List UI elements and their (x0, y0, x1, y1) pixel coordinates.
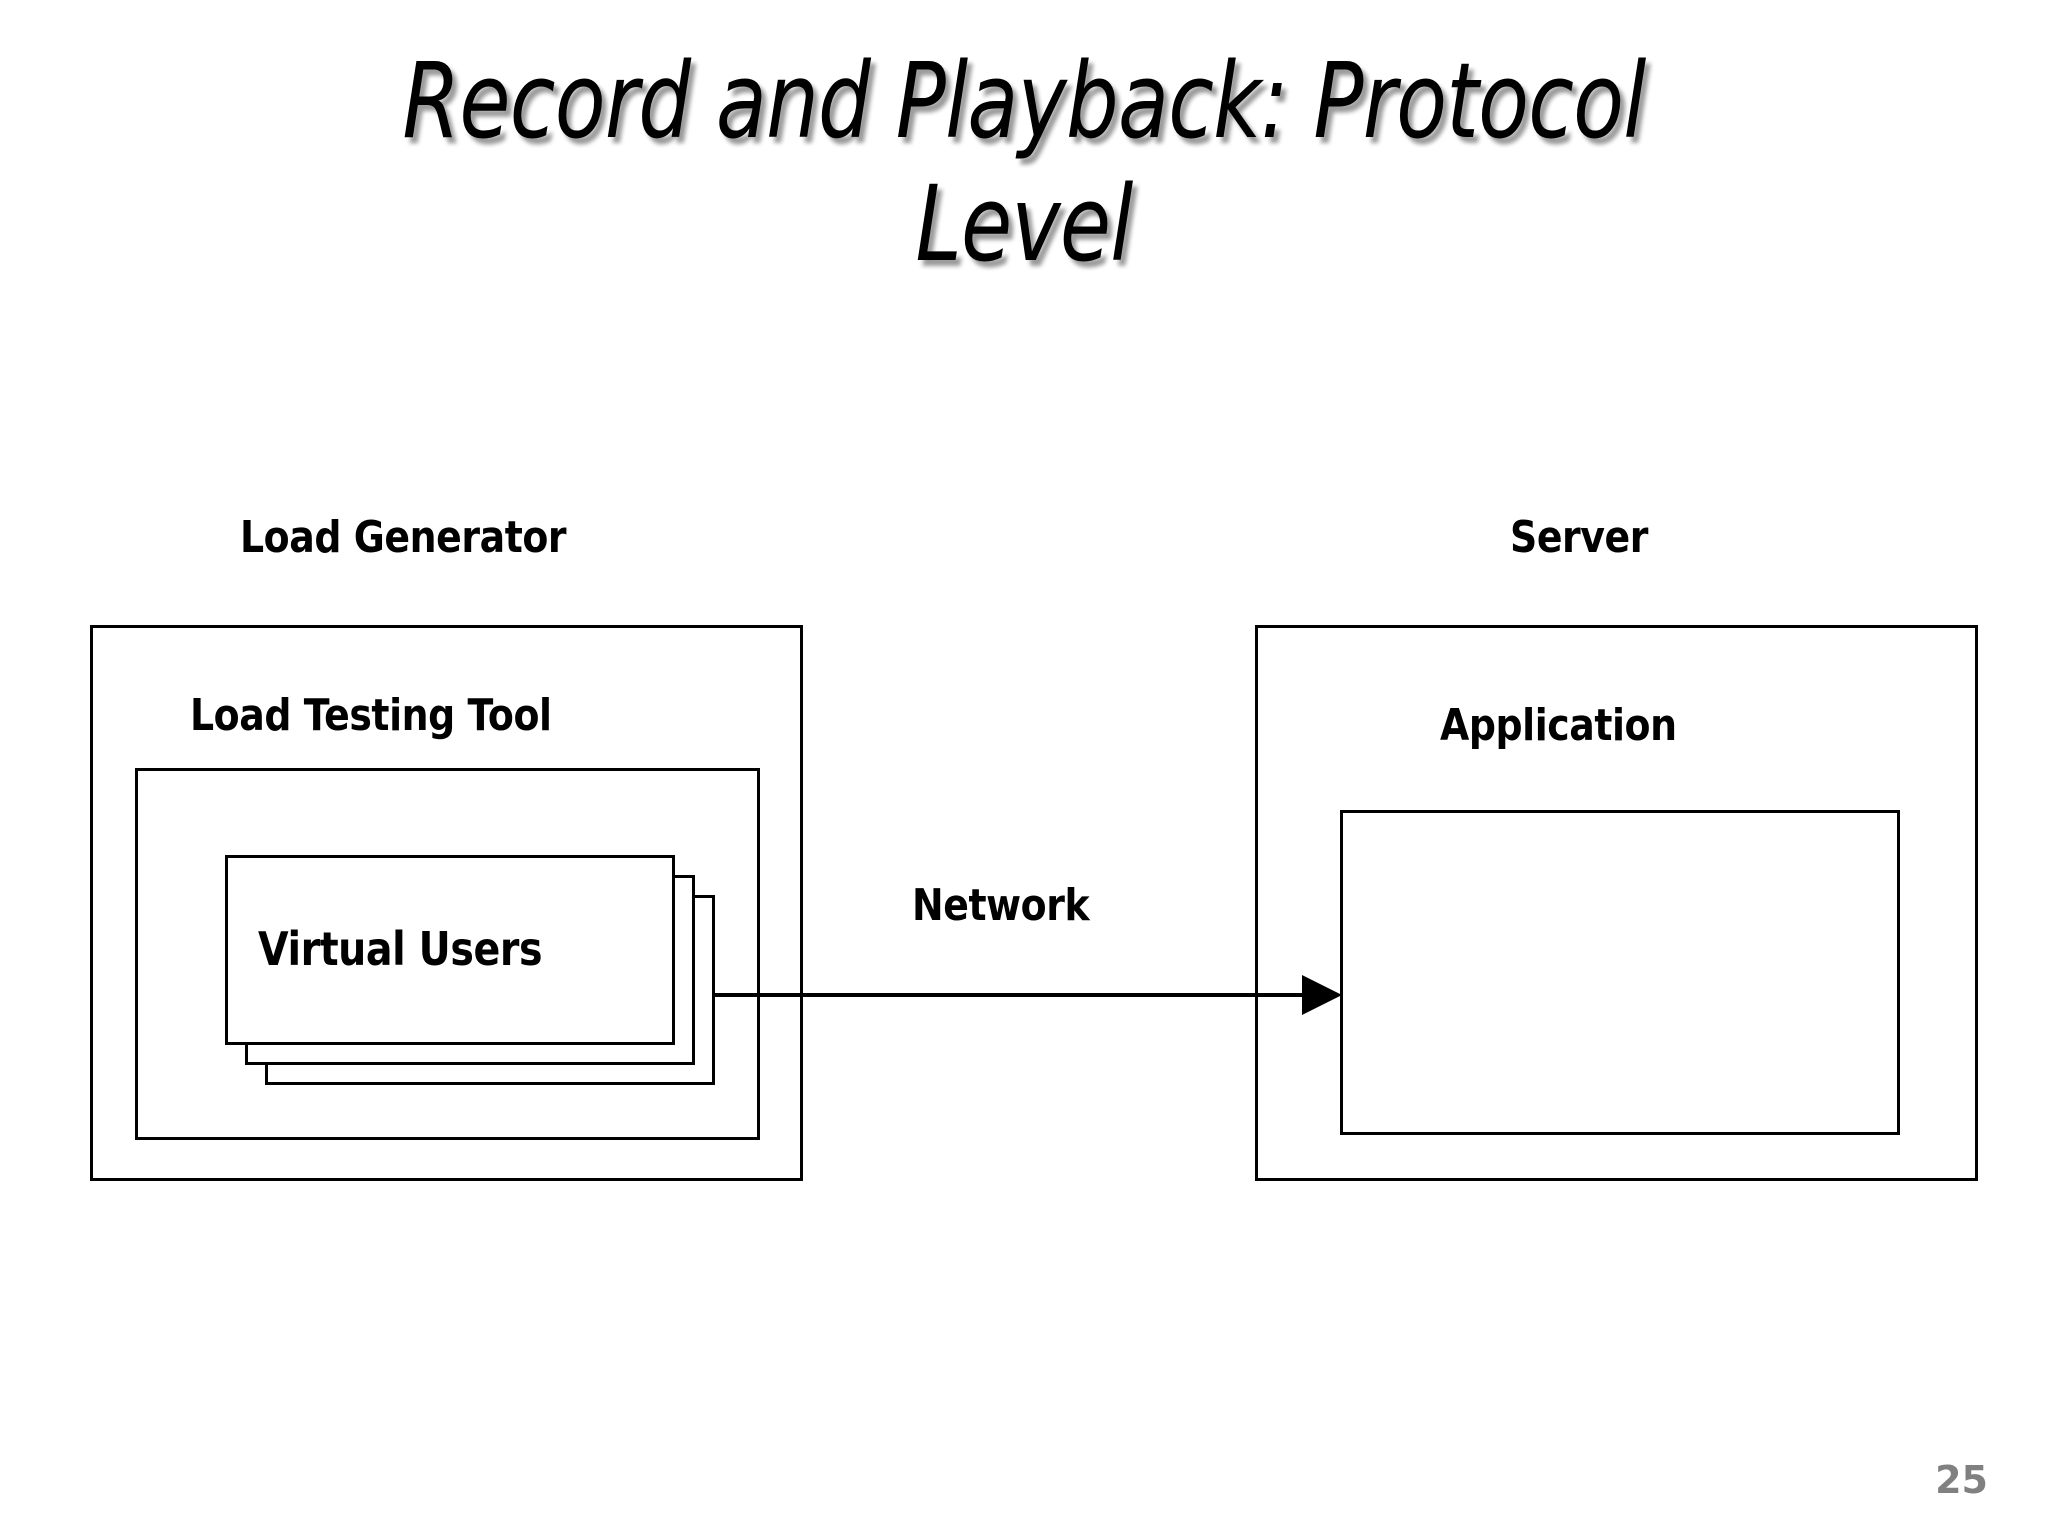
virtual-users-label: Virtual Users (258, 922, 543, 976)
network-label: Network (912, 880, 1090, 931)
virtual-users-stack-layer-1 (225, 855, 675, 1045)
application-label: Application (1440, 700, 1677, 751)
load-generator-caption: Load Generator (240, 512, 567, 563)
server-caption: Server (1510, 512, 1648, 563)
page-title: Record and Playback: Protocol Level (402, 40, 1646, 285)
application-box (1340, 810, 1900, 1135)
server-box (1255, 625, 1978, 1181)
load-generator-box (90, 625, 803, 1181)
page-number: 25 (1935, 1458, 1988, 1502)
load-testing-tool-box (135, 768, 760, 1140)
load-testing-tool-label: Load Testing Tool (190, 690, 552, 741)
